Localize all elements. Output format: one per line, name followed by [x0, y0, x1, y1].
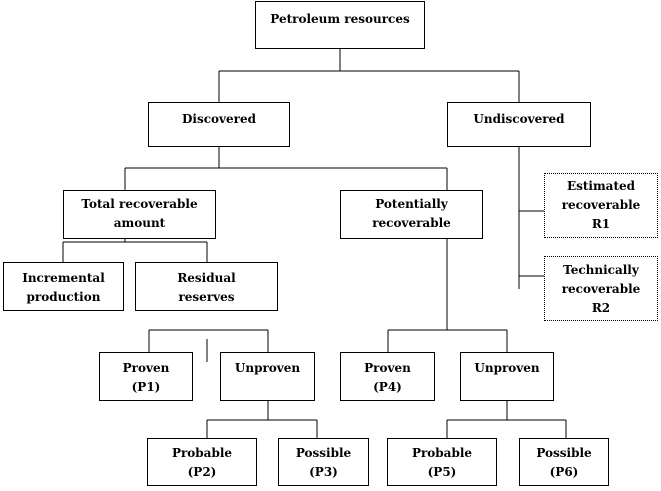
- node-estimated-recoverable-r1: Estimated recoverable R1: [544, 173, 658, 238]
- node-label: Discovered: [182, 112, 256, 126]
- node-potentially-recoverable: Potentially recoverable: [340, 190, 483, 239]
- node-possible-p3: Possible (P3): [278, 438, 369, 486]
- node-total-recoverable: Total recoverable amount: [63, 190, 216, 239]
- node-label: Incremental production: [22, 271, 105, 304]
- node-probable-p2: Probable (P2): [147, 438, 257, 486]
- node-proven-p4: Proven (P4): [340, 352, 435, 401]
- node-technically-recoverable-r2: Technically recoverable R2: [544, 256, 658, 321]
- node-label: Probable (P5): [411, 446, 473, 479]
- node-label: Unproven: [234, 361, 301, 375]
- node-label: Estimated recoverable R1: [561, 179, 641, 231]
- node-label: Possible (P6): [536, 446, 592, 479]
- node-unproven-right: Unproven: [460, 352, 554, 401]
- node-label: Proven (P4): [364, 361, 411, 394]
- node-undiscovered: Undiscovered: [447, 102, 591, 147]
- node-label: Total recoverable amount: [81, 197, 198, 230]
- node-proven-p1: Proven (P1): [99, 352, 193, 401]
- node-petroleum-resources: Petroleum resources: [255, 1, 425, 49]
- node-label: Unproven: [474, 361, 540, 375]
- node-label: Possible (P3): [295, 446, 352, 479]
- node-label: Undiscovered: [473, 112, 565, 126]
- node-possible-p6: Possible (P6): [519, 438, 609, 486]
- node-label: Probable (P2): [171, 446, 233, 479]
- node-label: Petroleum resources: [270, 12, 410, 26]
- node-residual-reserves: Residual reserves: [135, 262, 278, 311]
- node-probable-p5: Probable (P5): [387, 438, 497, 486]
- node-label: Potentially recoverable: [372, 197, 451, 230]
- node-label: Residual reserves: [177, 271, 236, 304]
- node-discovered: Discovered: [148, 102, 290, 147]
- node-label: Proven (P1): [122, 361, 170, 394]
- node-unproven-left: Unproven: [220, 352, 315, 401]
- node-incremental-production: Incremental production: [3, 262, 124, 311]
- node-label: Technically recoverable R2: [561, 263, 641, 315]
